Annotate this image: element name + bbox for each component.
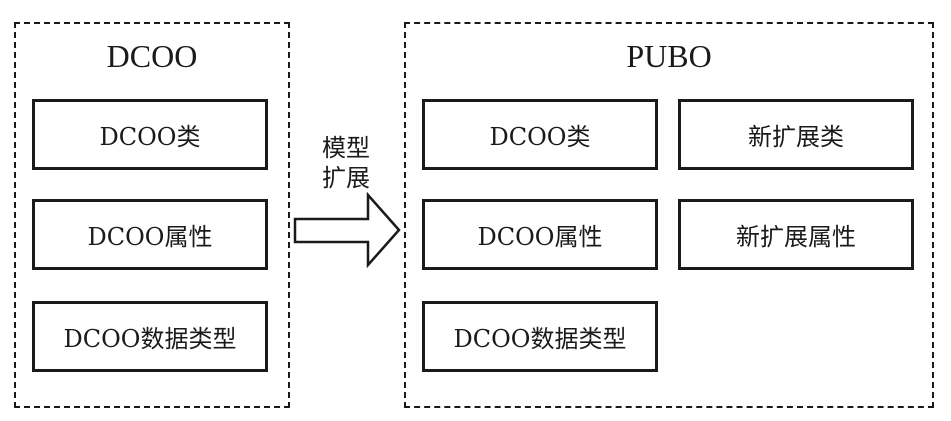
pubo-dcoo-class-box: DCOO类 xyxy=(422,99,658,170)
dcoo-title: DCOO xyxy=(106,38,198,74)
new-extended-property-box: 新扩展属性 xyxy=(678,199,914,270)
pubo-title: PUBO xyxy=(626,38,712,74)
pubo-container: PUBO xyxy=(404,22,934,408)
pubo-dcoo-datatype-box: DCOO数据类型 xyxy=(422,301,658,372)
dcoo-datatype-box: DCOO数据类型 xyxy=(32,301,268,372)
extension-arrow-icon xyxy=(293,192,401,269)
new-extended-class-box: 新扩展类 xyxy=(678,99,914,170)
arrow-label-line1: 模型 xyxy=(322,134,370,162)
dcoo-property-box: DCOO属性 xyxy=(32,199,268,270)
dcoo-container: DCOO xyxy=(14,22,290,408)
pubo-dcoo-property-box: DCOO属性 xyxy=(422,199,658,270)
dcoo-class-box: DCOO类 xyxy=(32,99,268,170)
arrow-label-line2: 扩展 xyxy=(322,164,370,192)
model-extension-label: 模型 扩展 xyxy=(311,133,381,193)
